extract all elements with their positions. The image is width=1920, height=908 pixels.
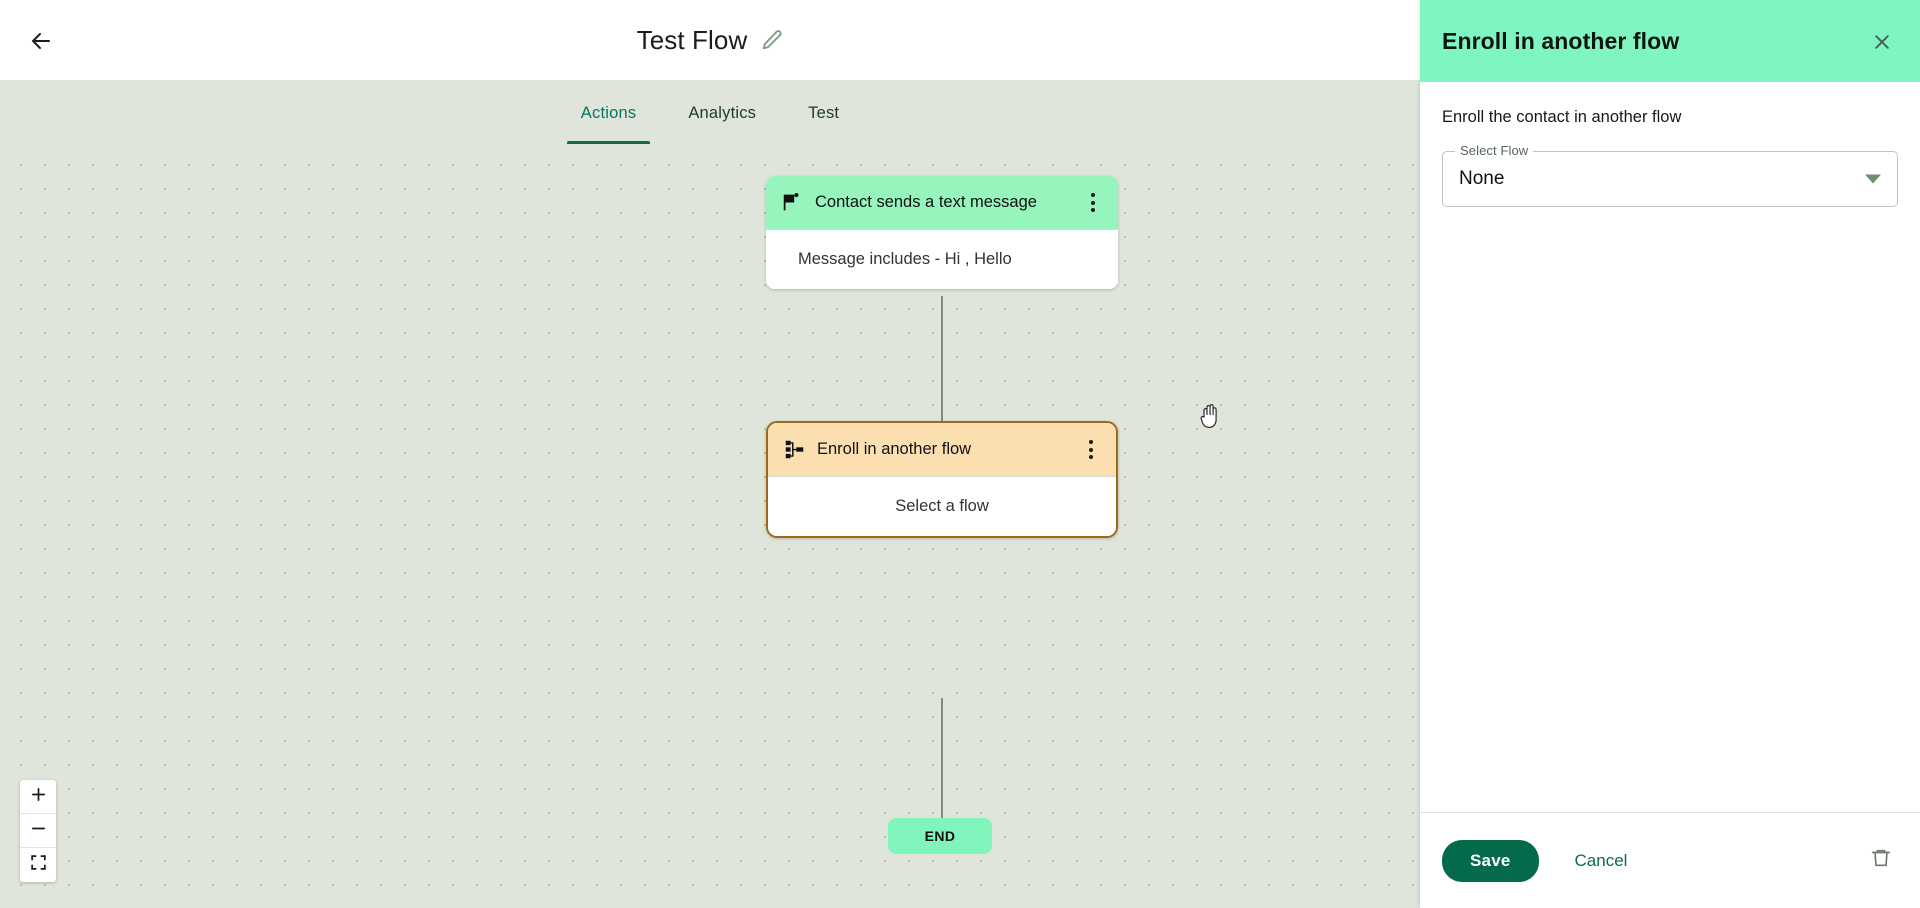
flow-node-trigger[interactable]: Contact sends a text message Message inc… — [766, 176, 1118, 289]
flow-node-end[interactable]: END — [888, 818, 992, 854]
tab-test[interactable]: Test — [782, 82, 865, 144]
flow-canvas[interactable]: Contact sends a text message Message inc… — [0, 144, 1420, 908]
select-flow-dropdown[interactable]: Select Flow None — [1442, 143, 1898, 207]
flow-node-trigger-menu-icon[interactable] — [1080, 188, 1106, 218]
zoom-out-icon — [30, 820, 47, 842]
flow-node-trigger-body: Message includes - Hi , Hello — [766, 229, 1118, 289]
cancel-button[interactable]: Cancel — [1557, 841, 1646, 881]
flow-node-trigger-title: Contact sends a text message — [815, 193, 1037, 211]
zoom-in-button[interactable] — [20, 780, 56, 814]
zoom-out-button[interactable] — [20, 814, 56, 848]
flow-title-group: Test Flow — [0, 0, 1420, 80]
flow-node-trigger-header: Contact sends a text message — [766, 176, 1118, 229]
side-panel-body: Enroll the contact in another flow Selec… — [1420, 82, 1920, 812]
canvas-region: Test Flow Actions Analytics Test — [0, 0, 1420, 908]
flow-node-enroll[interactable]: Enroll in another flow Select a flow — [766, 421, 1118, 538]
tab-bar: Actions Analytics Test — [0, 80, 1420, 144]
grab-hand-cursor — [1198, 402, 1224, 435]
fit-view-icon — [30, 854, 47, 876]
save-button[interactable]: Save — [1442, 839, 1539, 882]
flow-node-enroll-body: Select a flow — [768, 476, 1116, 536]
fit-view-button[interactable] — [20, 848, 56, 882]
flag-icon — [782, 192, 803, 213]
back-button[interactable] — [22, 22, 60, 60]
tab-actions[interactable]: Actions — [555, 82, 663, 144]
flow-node-enroll-header: Enroll in another flow — [768, 423, 1116, 476]
select-flow-label: Select Flow — [1455, 143, 1534, 158]
zoom-in-icon — [30, 786, 47, 808]
connector-line-2 — [941, 698, 943, 823]
side-panel-header: Enroll in another flow — [1420, 0, 1920, 82]
zoom-controls — [20, 780, 56, 882]
flow-node-end-label: END — [924, 828, 956, 844]
arrow-left-icon — [29, 29, 53, 53]
tab-test-label: Test — [808, 103, 840, 122]
close-icon[interactable] — [1868, 28, 1896, 56]
top-bar: Test Flow — [0, 0, 1420, 80]
side-panel-title: Enroll in another flow — [1442, 27, 1680, 54]
select-flow-value: None — [1459, 168, 1505, 189]
tab-actions-label: Actions — [580, 103, 637, 122]
tab-analytics[interactable]: Analytics — [662, 82, 782, 144]
side-panel: Enroll in another flow Enroll the contac… — [1420, 0, 1920, 908]
pencil-icon[interactable] — [761, 29, 783, 51]
sitemap-icon — [784, 439, 805, 460]
side-panel-footer: Save Cancel — [1420, 812, 1920, 908]
delete-button[interactable] — [1866, 846, 1896, 876]
flow-node-enroll-menu-icon[interactable] — [1078, 435, 1104, 465]
trash-icon — [1870, 847, 1892, 874]
connector-line-1 — [941, 296, 943, 421]
chevron-down-icon — [1865, 174, 1881, 184]
flow-node-enroll-title: Enroll in another flow — [817, 440, 972, 458]
tab-analytics-label: Analytics — [688, 103, 757, 122]
page-title: Test Flow — [636, 24, 748, 55]
side-panel-description: Enroll the contact in another flow — [1442, 108, 1682, 126]
